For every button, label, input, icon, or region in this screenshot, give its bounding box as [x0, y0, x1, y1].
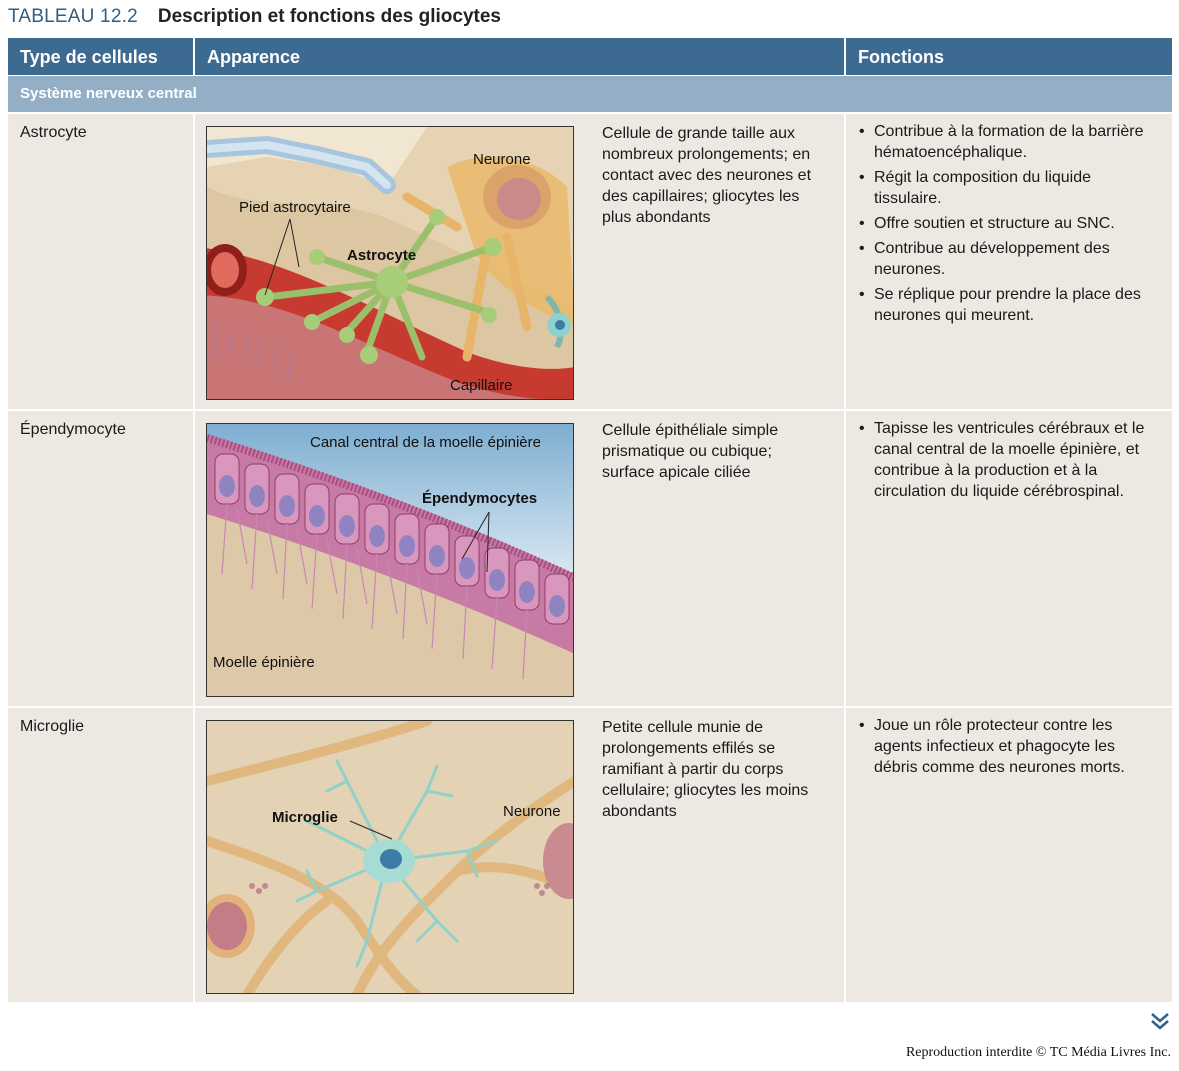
astrocyte-illustration: Neurone Pied astrocytaire Astrocyte Capi…	[206, 126, 574, 400]
table-row-astrocyte: Astrocyte	[8, 112, 1172, 409]
label-neurone: Neurone	[503, 803, 561, 820]
glia-table: Type de cellules Apparence Fonctions Sys…	[8, 38, 1172, 1002]
function-item: Contribue au développement des neurones.	[856, 238, 1162, 280]
cell-functions: Contribue à la formation de la barrière …	[846, 114, 1172, 409]
cell-appearance: Microglie Neurone Petite cellule munie d…	[195, 708, 846, 1002]
cell-functions: Joue un rôle protecteur contre les agent…	[846, 708, 1172, 1002]
function-item: Contribue à la formation de la barrière …	[856, 121, 1162, 163]
cell-appearance: Canal central de la moelle épinière Épen…	[195, 411, 846, 706]
microglie-illustration: Microglie Neurone	[206, 720, 574, 994]
ependymocyte-illustration: Canal central de la moelle épinière Épen…	[206, 423, 574, 697]
table-header: Type de cellules Apparence Fonctions	[8, 38, 1172, 75]
label-neurone: Neurone	[473, 151, 531, 168]
function-item: Offre soutien et structure au SNC.	[856, 213, 1162, 234]
cell-description: Petite cellule munie de prolongements ef…	[602, 719, 809, 820]
table-row-microglie: Microglie	[8, 706, 1172, 1002]
copyright-footer: Reproduction interdite © TC Média Livres…	[905, 1045, 1171, 1060]
double-chevron-down-icon[interactable]	[1149, 1010, 1171, 1032]
label-pied-astrocytaire: Pied astrocytaire	[239, 199, 351, 216]
table-caption: Description et fonctions des gliocytes	[157, 6, 501, 27]
cell-functions: Tapisse les ventricules cérébraux et le …	[846, 411, 1172, 706]
label-capillaire: Capillaire	[450, 377, 513, 394]
header-type: Type de cellules	[8, 38, 195, 75]
function-item: Se réplique pour prendre la place des ne…	[856, 284, 1162, 326]
cell-appearance: Neurone Pied astrocytaire Astrocyte Capi…	[195, 114, 846, 409]
cell-type: Astrocyte	[8, 114, 195, 409]
cell-description: Cellule épithéliale simple prismatique o…	[602, 422, 779, 481]
section-header: Système nerveux central	[8, 76, 1172, 112]
function-item: Tapisse les ventricules cérébraux et le …	[856, 418, 1162, 502]
cell-type: Épendymocyte	[8, 411, 195, 706]
function-item: Joue un rôle protecteur contre les agent…	[856, 715, 1162, 778]
header-appearance: Apparence	[195, 38, 846, 75]
header-functions: Fonctions	[858, 47, 944, 67]
table-title: TABLEAU 12.2 Description et fonctions de…	[8, 6, 501, 32]
table-row-ependymocyte: Épendymocyte	[8, 409, 1172, 706]
cell-description: Cellule de grande taille aux nombreux pr…	[602, 125, 812, 226]
function-item: Régit la composition du liquide tissulai…	[856, 167, 1162, 209]
label-moelle-epiniere: Moelle épinière	[213, 654, 315, 671]
label-ependymocytes: Épendymocytes	[422, 490, 538, 507]
cell-type: Microglie	[8, 708, 195, 1002]
table-number: TABLEAU 12.2	[8, 6, 138, 27]
label-canal-central: Canal central de la moelle épinière	[310, 434, 541, 451]
label-microglie: Microglie	[272, 809, 338, 826]
label-astrocyte: Astrocyte	[347, 247, 417, 264]
